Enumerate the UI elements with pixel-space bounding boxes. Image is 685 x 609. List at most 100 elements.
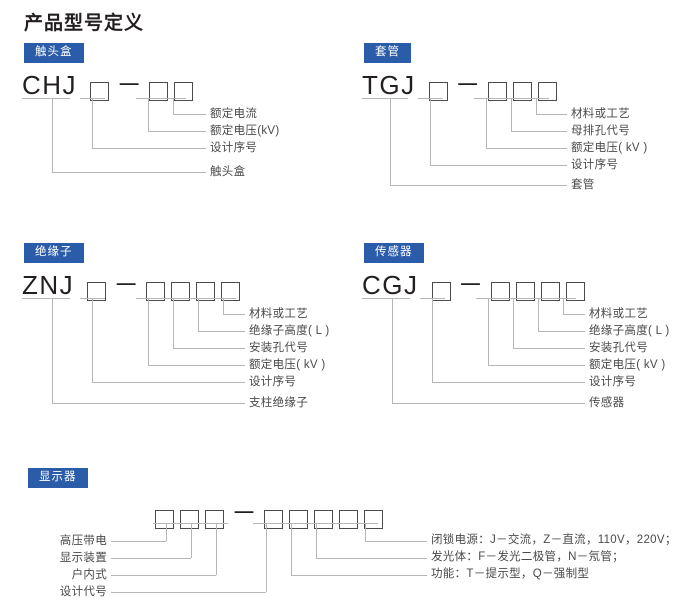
model-prefix: ZNJ <box>22 270 75 300</box>
code-underline <box>178 523 203 524</box>
leader-horizontal <box>488 365 585 366</box>
code-box[interactable] <box>565 282 585 301</box>
leader-label: 材料或工艺 <box>589 308 648 320</box>
leader-label: 安装孔代号 <box>589 342 648 354</box>
code-box[interactable] <box>90 82 110 101</box>
leader-label: 母排孔代号 <box>571 125 630 137</box>
leader-label: 设计代号 <box>59 586 107 598</box>
leader-horizontal <box>92 148 206 149</box>
leader-label: 材料或工艺 <box>249 308 308 320</box>
leader-vertical <box>563 298 564 314</box>
code-box[interactable] <box>87 282 107 301</box>
leader-horizontal <box>173 348 245 349</box>
code-underline <box>203 523 228 524</box>
leader-vertical <box>513 298 514 348</box>
leader-label: 设计序号 <box>589 376 637 388</box>
leader-horizontal <box>111 558 191 559</box>
leader-label: 功能：T－提示型，Q－强制型 <box>431 568 590 580</box>
code-box[interactable] <box>155 510 174 529</box>
code-box[interactable] <box>196 282 216 301</box>
leader-vertical <box>511 98 512 131</box>
model-code-insulator: ZNJ － <box>22 272 243 301</box>
leader-label: 发光体：F－发光二极管，N－氖管； <box>431 551 624 563</box>
leader-vertical <box>52 298 53 403</box>
code-box[interactable] <box>537 82 557 101</box>
code-separator: － <box>457 270 484 300</box>
leader-vertical <box>52 98 53 172</box>
leader-label: 额定电压(kV) <box>210 125 280 137</box>
code-separator: － <box>113 270 140 300</box>
leader-vertical <box>486 98 487 148</box>
code-underline <box>362 298 410 299</box>
leader-horizontal <box>486 148 567 149</box>
leader-vertical <box>390 98 391 185</box>
code-box[interactable] <box>512 82 532 101</box>
model-code-contact-box: CHJ － <box>22 72 196 101</box>
code-box[interactable] <box>264 510 284 529</box>
section-badge-contact-box: 触头盒 <box>24 43 84 63</box>
section-badge-insulator: 绝缘子 <box>24 243 84 263</box>
leader-horizontal <box>52 172 206 173</box>
leader-vertical <box>430 98 431 165</box>
code-box[interactable] <box>146 282 166 301</box>
leader-horizontal <box>392 403 585 404</box>
code-separator: － <box>116 70 143 100</box>
leader-horizontal <box>511 131 567 132</box>
model-prefix: TGJ <box>362 70 416 100</box>
section-badge-display: 显示器 <box>28 468 88 488</box>
leader-horizontal <box>365 541 427 542</box>
leader-vertical <box>198 298 199 331</box>
leader-vertical <box>173 298 174 348</box>
leader-horizontal <box>92 382 245 383</box>
code-box[interactable] <box>149 82 169 101</box>
leader-horizontal <box>563 314 585 315</box>
code-box[interactable] <box>540 282 560 301</box>
code-box[interactable] <box>289 510 309 529</box>
leader-vertical <box>223 298 224 314</box>
leader-label: 触头盒 <box>210 166 246 178</box>
code-box[interactable] <box>221 282 241 301</box>
leader-vertical <box>291 523 292 575</box>
leader-vertical <box>365 523 366 541</box>
code-underline <box>328 523 353 524</box>
page-title: 产品型号定义 <box>24 13 145 34</box>
leader-horizontal <box>111 592 266 593</box>
leader-label: 套管 <box>571 179 595 191</box>
leader-vertical <box>148 98 149 131</box>
leader-label: 高压带电 <box>59 535 107 547</box>
leader-label: 额定电压( kV ) <box>571 142 648 154</box>
leader-label: 额定电压( kV ) <box>249 359 326 371</box>
leader-vertical <box>538 298 539 331</box>
code-box[interactable] <box>490 282 510 301</box>
leader-vertical <box>316 523 317 558</box>
leader-label: 显示装置 <box>59 552 107 564</box>
leader-vertical <box>92 98 93 148</box>
leader-vertical <box>432 298 433 382</box>
code-underline <box>303 523 328 524</box>
code-box[interactable] <box>339 510 359 529</box>
leader-label: 安装孔代号 <box>249 342 308 354</box>
code-box[interactable] <box>180 510 199 529</box>
leader-horizontal <box>538 331 585 332</box>
code-box[interactable] <box>364 510 384 529</box>
code-box[interactable] <box>205 510 224 529</box>
model-code-display: － <box>152 500 386 529</box>
code-box[interactable] <box>314 510 334 529</box>
code-box[interactable] <box>515 282 535 301</box>
model-prefix: CHJ <box>22 70 78 100</box>
code-box[interactable] <box>431 282 451 301</box>
code-box[interactable] <box>171 282 191 301</box>
leader-vertical <box>148 298 149 365</box>
section-badge-bushing: 套管 <box>364 43 411 63</box>
leader-vertical <box>173 98 174 114</box>
code-box[interactable] <box>487 82 507 101</box>
leader-horizontal <box>316 558 427 559</box>
code-box[interactable] <box>428 82 448 101</box>
code-box[interactable] <box>174 82 194 101</box>
leader-vertical <box>536 98 537 114</box>
leader-vertical <box>392 298 393 403</box>
section-badge-sensor: 传感器 <box>364 243 424 263</box>
leader-horizontal <box>430 165 567 166</box>
leader-horizontal <box>432 382 585 383</box>
leader-label: 绝缘子高度( L ) <box>249 325 330 337</box>
